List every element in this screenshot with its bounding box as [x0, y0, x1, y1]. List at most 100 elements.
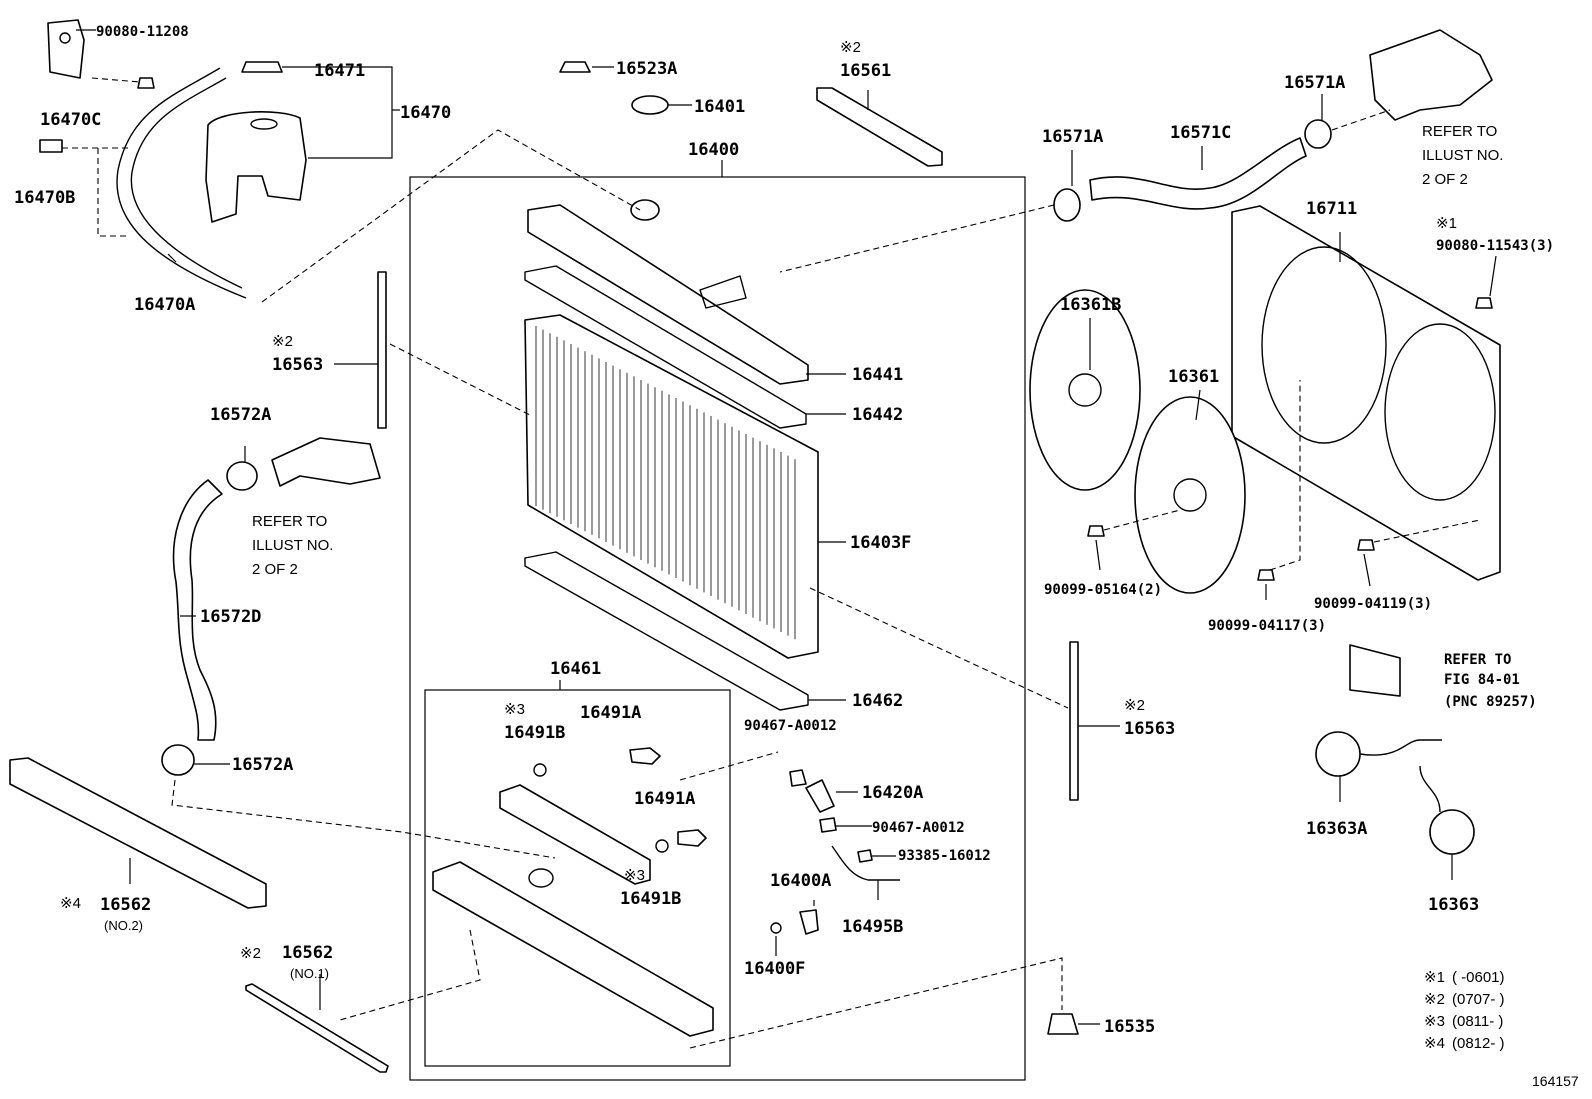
label-16361B: 16361B [1060, 295, 1121, 315]
seal-16562-no2 [9, 757, 267, 909]
label-90080-11208: 90080-11208 [96, 24, 189, 40]
plug-93385-16012 [857, 849, 873, 863]
label-16470C: 16470C [40, 110, 101, 130]
label-16562-no2: 16562 [100, 895, 151, 915]
label-90099-04117: 90099-04117(3) [1208, 618, 1326, 634]
clamp-16470B [39, 139, 63, 153]
legend-text-4: (0812- ) [1452, 1035, 1505, 1052]
bracket-16470C [47, 19, 85, 79]
hose-16420A [805, 779, 835, 813]
label-16470A: 16470A [134, 295, 195, 315]
label-16491A-top: 16491A [580, 703, 641, 723]
label-16470: 16470 [400, 103, 451, 123]
label-16491A-mid: 16491A [634, 789, 695, 809]
legend-mark-4: ※4 [1424, 1035, 1445, 1052]
reservoir-hose-16470A [116, 67, 247, 299]
refer-fig-2: FIG 84-01 [1444, 672, 1520, 688]
radiator-upper-tank-16441 [527, 204, 809, 385]
lower-tank-subassembly-box [424, 689, 731, 1067]
fan-motor-16363A [1315, 731, 1442, 777]
fan-motor-16363 [1419, 765, 1475, 855]
fan-16361 [1134, 396, 1246, 594]
label-90467-A0012-a: 90467-A0012 [744, 718, 837, 734]
refer-left-1: REFER TO [252, 513, 327, 530]
hose-16572D [172, 479, 223, 741]
clamp-16572A-top [226, 461, 258, 491]
label-90080-11543: 90080-11543(3) [1436, 238, 1554, 254]
tube-16495B [831, 845, 900, 881]
legend-mark-1: ※1 [1424, 969, 1445, 986]
figure-id: 164157 [1532, 1073, 1579, 1089]
bolt-90080-11543 [1475, 297, 1493, 309]
label-16572A-top: 16572A [210, 405, 271, 425]
refer-right-2: ILLUST NO. [1422, 147, 1503, 164]
label-90099-05164: 90099-05164(2) [1044, 582, 1162, 598]
label-16563-left: 16563 [272, 355, 323, 375]
mark-16562-no1: ※2 [240, 945, 261, 962]
label-16400A: 16400A [770, 871, 831, 891]
mark-90080-11543: ※1 [1436, 215, 1457, 232]
label-16563-right: 16563 [1124, 719, 1175, 739]
cushion-16535 [1047, 1013, 1079, 1035]
label-16363: 16363 [1428, 895, 1479, 915]
legend-text-3: (0811- ) [1452, 1013, 1503, 1030]
label-16401: 16401 [694, 97, 745, 117]
label-16363A: 16363A [1306, 819, 1367, 839]
refer-left-3: 2 OF 2 [252, 561, 298, 578]
cushion-16523A [559, 61, 591, 73]
label-90099-04119: 90099-04119(3) [1314, 596, 1432, 612]
legend-mark-3: ※3 [1424, 1013, 1445, 1030]
oring-16400F [770, 922, 782, 934]
label-16403F: 16403F [850, 533, 911, 553]
oil-cooler-16461 [499, 784, 651, 885]
label-16462: 16462 [852, 691, 903, 711]
seal-16563-right [1069, 641, 1079, 801]
refer-left-2: ILLUST NO. [252, 537, 333, 554]
gasket-16442 [524, 265, 807, 429]
seal-16563-left [377, 271, 387, 429]
label-16491B-top: 16491B [504, 723, 565, 743]
label-16400F: 16400F [744, 959, 805, 979]
refer-right-1: REFER TO [1422, 123, 1497, 140]
water-inlet-pipe [271, 437, 381, 487]
oring-16491B-top [533, 763, 547, 777]
legend-text-2: (0707- ) [1452, 991, 1505, 1008]
mark-16562-no2: ※4 [60, 895, 81, 912]
fitting-16491A-mid [677, 829, 707, 847]
refer-fig-1: REFER TO [1444, 652, 1511, 668]
fan-16361B [1029, 289, 1141, 491]
fan-shroud-16711 [1231, 205, 1501, 581]
bolt-90099-04117 [1257, 569, 1275, 581]
bolt-90099-04119 [1357, 539, 1375, 551]
label-16572A-bottom: 16572A [232, 755, 293, 775]
label-16571A-right: 16571A [1284, 73, 1345, 93]
sub-16562-no1: (NO.1) [290, 966, 329, 981]
label-16361: 16361 [1168, 367, 1219, 387]
clamp-16572A-bottom [161, 744, 195, 776]
mark-16491B-top: ※3 [504, 701, 525, 718]
label-16461: 16461 [550, 659, 601, 679]
label-16441: 16441 [852, 365, 903, 385]
clamp-16571A-left [1053, 188, 1081, 222]
label-16442: 16442 [852, 405, 903, 425]
label-16711: 16711 [1306, 199, 1357, 219]
label-16572D: 16572D [200, 607, 261, 627]
refer-fig-3: (PNC 89257) [1444, 694, 1537, 710]
reservoir-tank-16470 [205, 111, 307, 223]
lower-gasket-16462 [524, 551, 809, 711]
lower-tank [432, 861, 714, 1037]
label-16470B: 16470B [14, 188, 75, 208]
label-16420A: 16420A [862, 783, 923, 803]
mark-16491B-bottom: ※3 [624, 867, 645, 884]
label-16471: 16471 [314, 61, 365, 81]
refer-right-3: 2 OF 2 [1422, 171, 1468, 188]
label-16400: 16400 [688, 140, 739, 160]
water-outlet-housing [1369, 29, 1493, 121]
radiator-cap-16401 [630, 95, 669, 221]
legend-mark-2: ※2 [1424, 991, 1445, 1008]
oring-16491B-bottom [655, 839, 669, 853]
clamp-16571A-right [1304, 119, 1332, 149]
connector-89257 [1349, 644, 1401, 697]
label-90467-A0012-b: 90467-A0012 [872, 820, 965, 836]
legend: ※1 ( -0601) ※2 (0707- ) ※3 (0811- ) ※4 (… [1424, 969, 1505, 1052]
